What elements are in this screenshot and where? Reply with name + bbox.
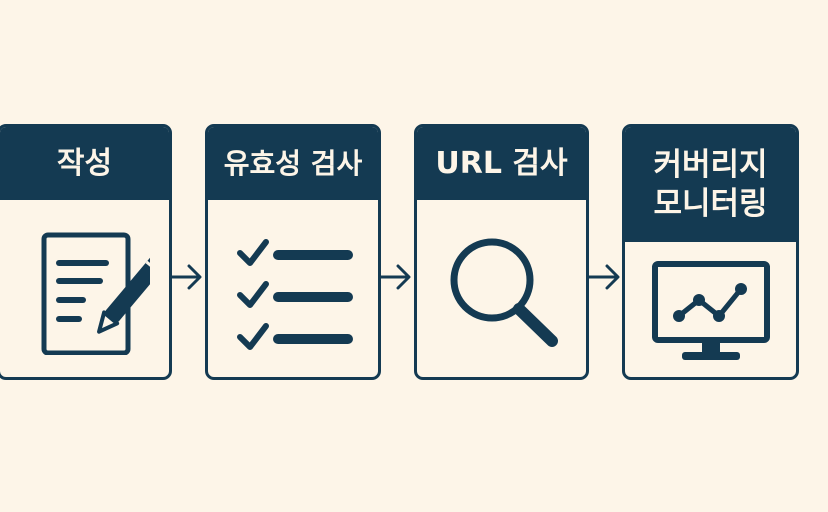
- arrow-right-icon: [380, 264, 411, 290]
- step-title-line2: 모니터링: [653, 185, 768, 222]
- step-title: URL 검사: [435, 145, 568, 181]
- checklist-icon: [237, 239, 353, 350]
- step-title-line1: 커버리지: [653, 146, 768, 183]
- arrow-right-icon: [171, 264, 202, 290]
- step-card-validation: 유효성 검사: [205, 124, 381, 380]
- step-card-url-inspection: URL 검사: [414, 124, 589, 380]
- monitor-chart-icon: [651, 261, 770, 360]
- step-title: 유효성 검사: [223, 147, 363, 180]
- arrow-right-icon: [589, 264, 620, 290]
- step-header: 유효성 검사: [208, 127, 378, 200]
- step-header: 작성: [0, 127, 169, 200]
- step-card-coverage-monitoring: 커버리지 모니터링: [622, 124, 799, 380]
- step-title: 작성: [56, 145, 113, 181]
- step-header: 커버리지 모니터링: [625, 127, 796, 242]
- step-header: URL 검사: [417, 127, 586, 200]
- document-pencil-icon: [41, 232, 150, 355]
- step-card-write: 작성: [0, 124, 172, 380]
- magnifier-icon: [450, 238, 558, 347]
